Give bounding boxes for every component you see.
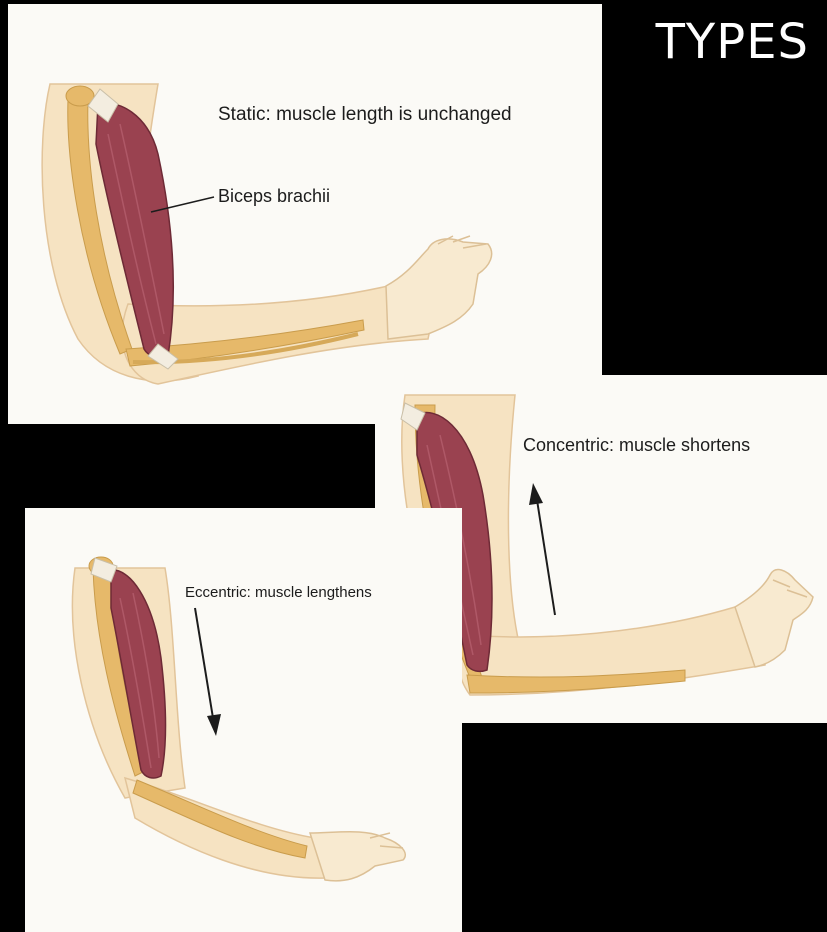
eccentric-caption: Eccentric: muscle lengthens: [185, 584, 372, 601]
hand: [310, 832, 405, 881]
arrow-down-icon: [207, 714, 221, 736]
eccentric-arm-illustration: [25, 508, 462, 932]
arrow-up-icon: [529, 483, 543, 505]
eccentric-arrow: [195, 608, 213, 718]
static-arm-illustration: [8, 4, 602, 424]
slide-title: TYPES: [656, 14, 809, 70]
biceps-label: Biceps brachii: [218, 186, 330, 207]
concentric-caption: Concentric: muscle shortens: [523, 435, 750, 456]
static-panel: Static: muscle length is unchanged Bicep…: [8, 4, 602, 424]
hand: [386, 239, 492, 339]
static-caption: Static: muscle length is unchanged: [218, 104, 512, 126]
eccentric-panel: Eccentric: muscle lengthens: [25, 508, 462, 932]
concentric-arrow: [537, 500, 555, 615]
